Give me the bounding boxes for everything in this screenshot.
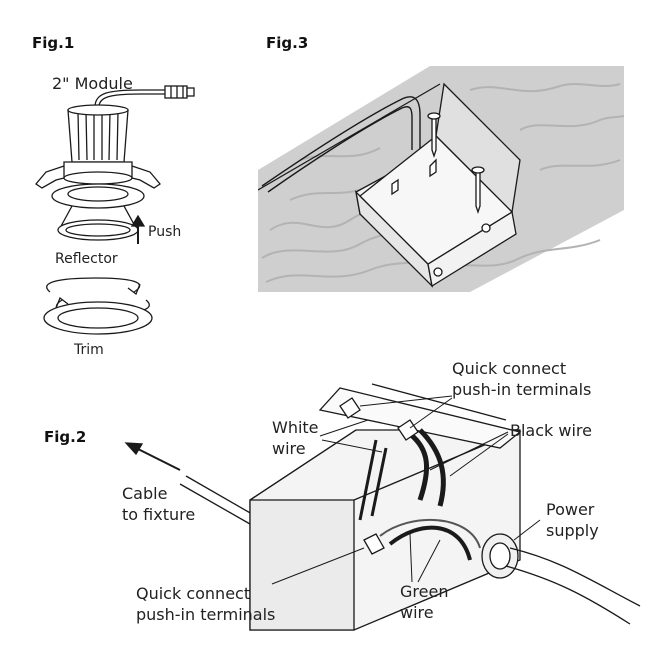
black-wire-label: Black wire bbox=[510, 421, 592, 440]
white-wire-label-line1: White bbox=[272, 418, 319, 437]
power-supply-label-line2: supply bbox=[546, 521, 599, 540]
cable-label-line2: to fixture bbox=[122, 505, 196, 524]
module-label: 2" Module bbox=[52, 74, 133, 93]
fig3-junction-box-illustration bbox=[258, 66, 624, 292]
quick-connect-bottom-label-line1: Quick connect bbox=[136, 584, 251, 603]
fig2-title: Fig.2 bbox=[44, 428, 87, 446]
reflector-label: Reflector bbox=[55, 251, 118, 267]
power-supply-label-line1: Power bbox=[546, 500, 595, 519]
quick-connect-bottom-label-line2: push-in terminals bbox=[136, 605, 276, 624]
cable-label-line1: Cable bbox=[122, 484, 168, 503]
push-label: Push bbox=[148, 224, 182, 240]
white-wire-label-line2: wire bbox=[272, 439, 306, 458]
fig1-module-illustration bbox=[35, 85, 195, 335]
fig3-title: Fig.3 bbox=[266, 34, 309, 52]
fig2-wiring-illustration bbox=[124, 383, 641, 631]
quick-connect-top-label-line2: push-in terminals bbox=[452, 380, 592, 399]
green-wire-label-line1: Green bbox=[400, 582, 449, 601]
green-wire-label-line2: wire bbox=[400, 603, 434, 622]
trim-label: Trim bbox=[74, 342, 104, 358]
quick-connect-top-label-line1: Quick connect bbox=[452, 359, 567, 378]
fig1-title: Fig.1 bbox=[32, 34, 75, 52]
